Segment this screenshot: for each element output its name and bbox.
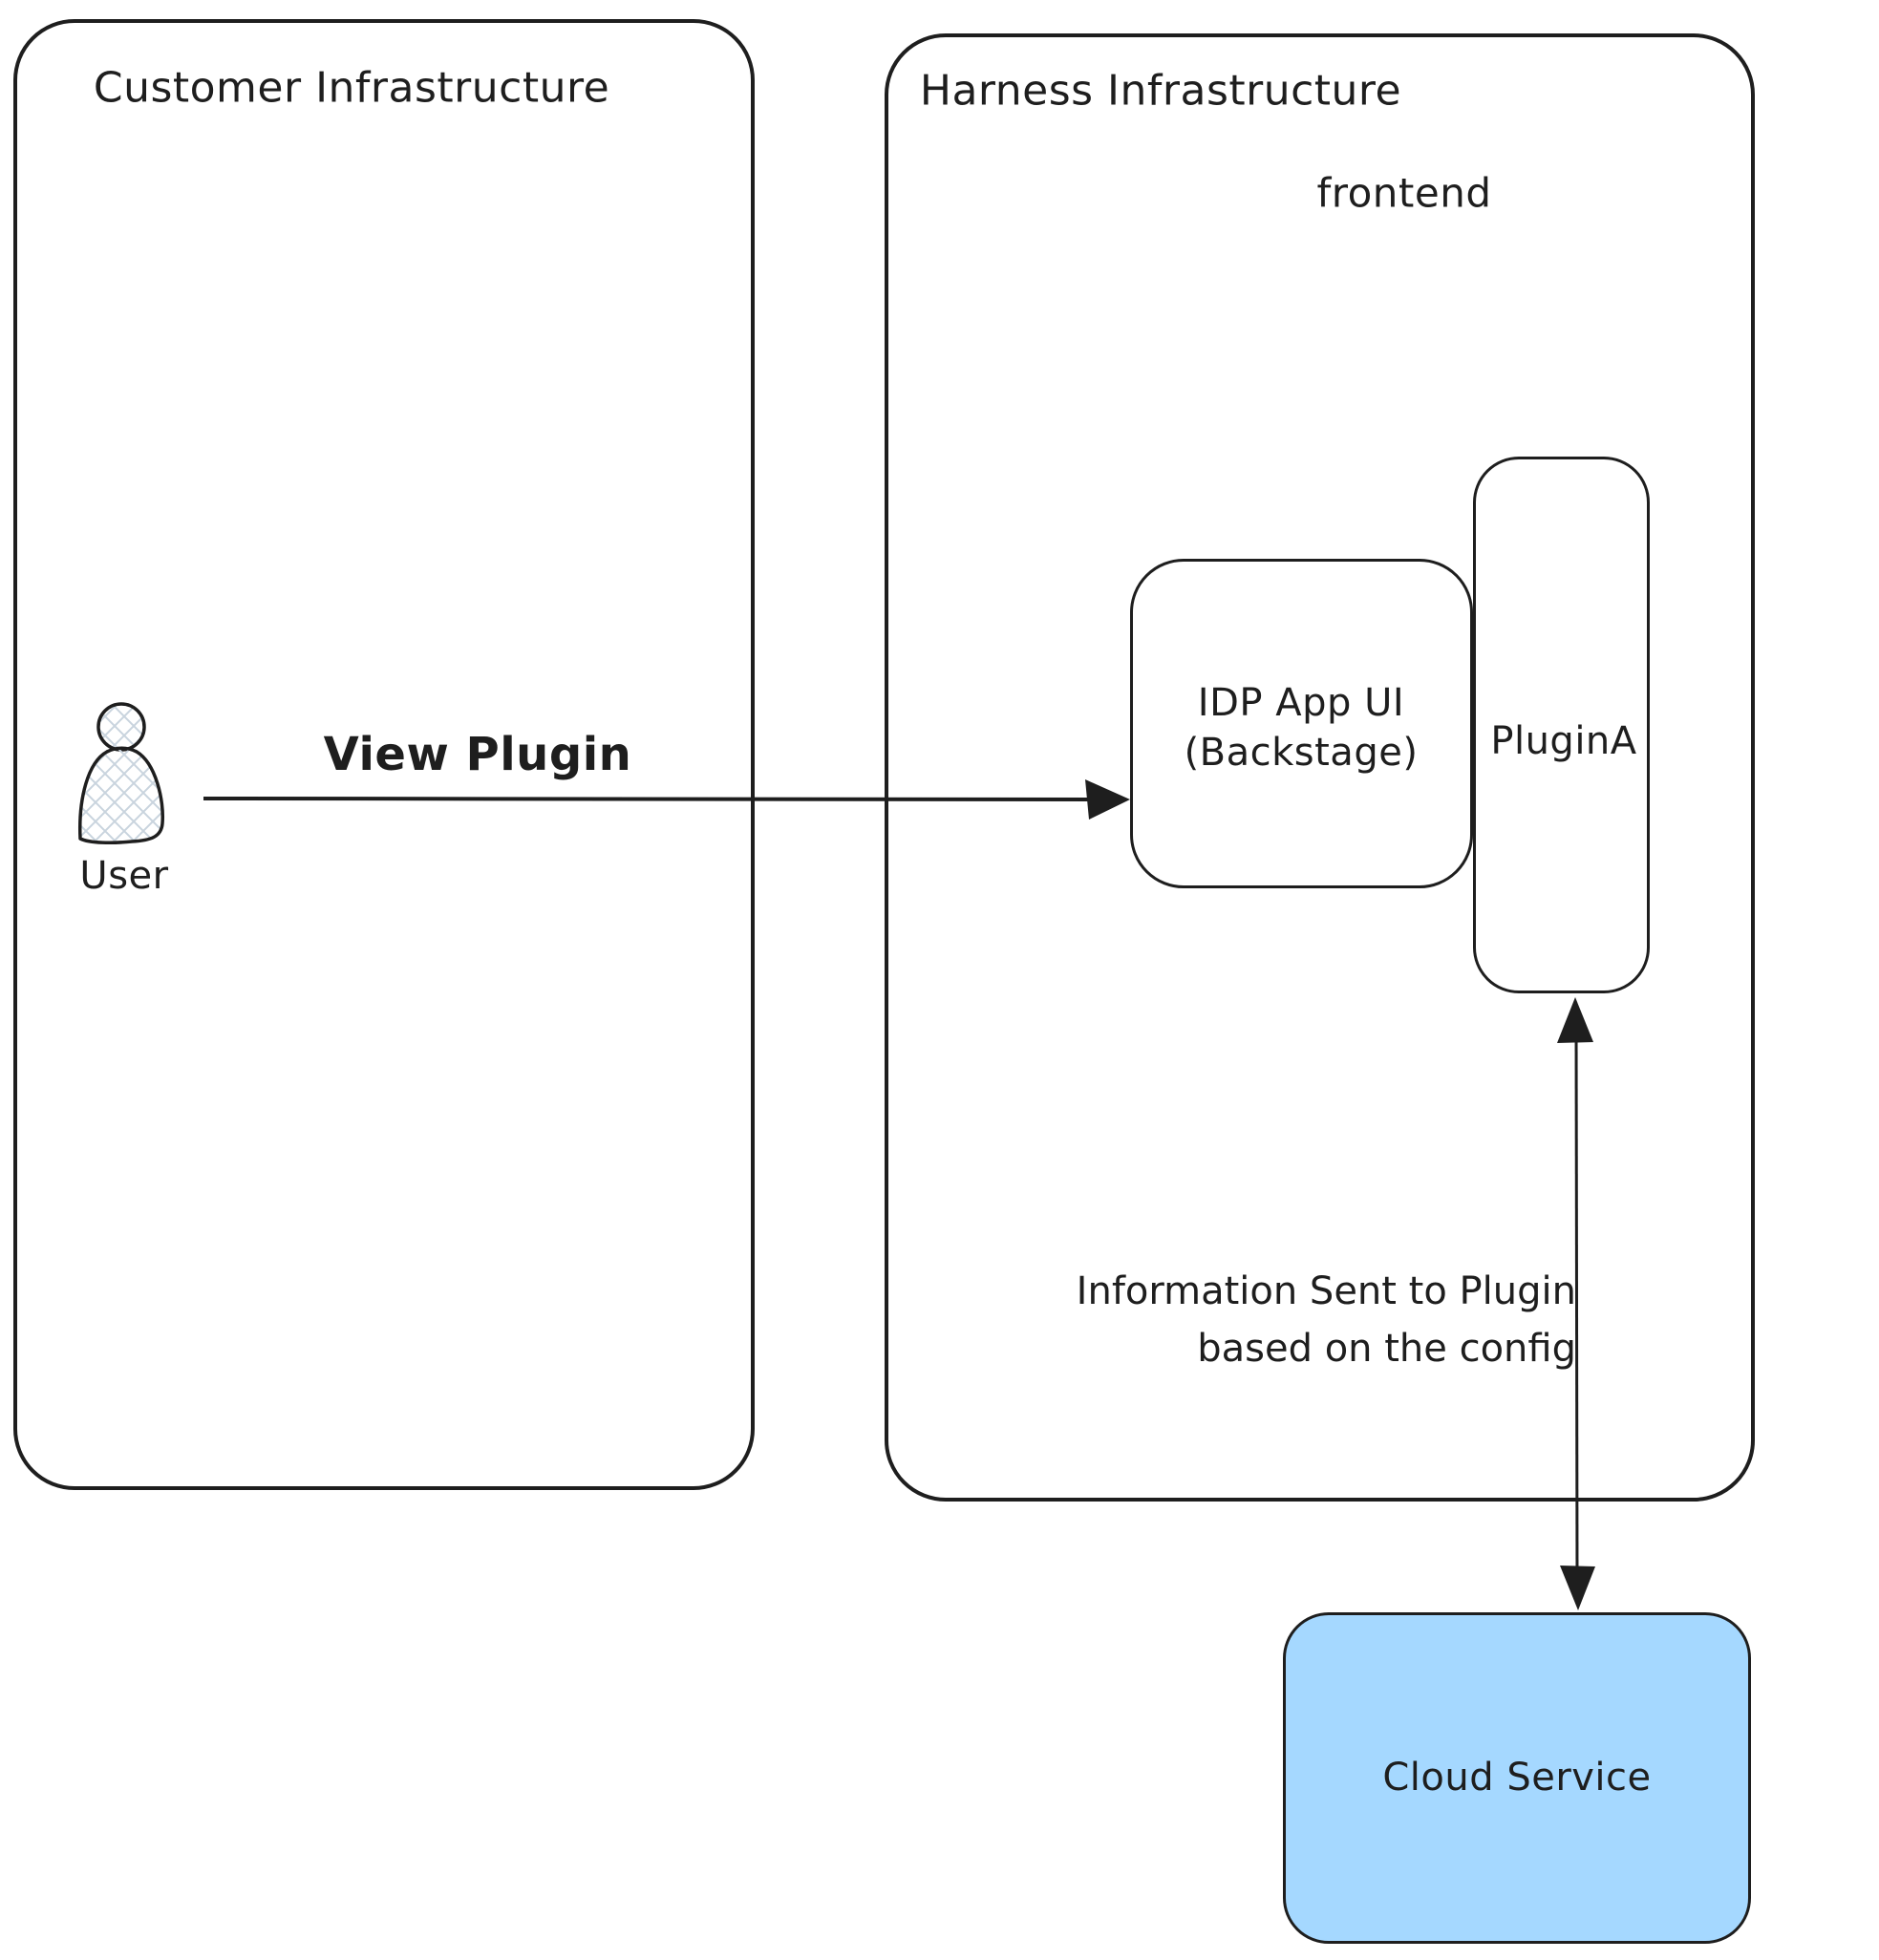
cloud-service-box [1283, 1612, 1751, 1944]
idp-app-ui-title-line1: IDP App UI [1197, 681, 1405, 725]
harness-infrastructure-title: Harness Infrastructure [919, 66, 1402, 116]
harness-infrastructure-box [885, 33, 1755, 1502]
plugin-a-box [1473, 457, 1650, 993]
user-label: User [79, 854, 169, 898]
idp-app-ui-title: IDP App UI (Backstage) [1185, 678, 1419, 778]
customer-infrastructure-box [13, 19, 755, 1490]
idp-app-ui-box [1130, 559, 1473, 888]
frontend-label: frontend [1316, 169, 1492, 217]
info-arrow-label: Information Sent to Plugin based on the … [1077, 1263, 1576, 1377]
idp-app-ui-title-line2: (Backstage) [1184, 731, 1419, 775]
plugin-a-label: PluginA [1490, 719, 1637, 763]
info-arrow-label-line1: Information Sent to Plugin [1076, 1269, 1576, 1313]
customer-infrastructure-title: Customer Infrastructure [93, 63, 610, 113]
cloud-service-label: Cloud Service [1382, 1756, 1652, 1800]
view-plugin-label: View Plugin [323, 728, 632, 781]
info-arrow-label-line2: based on the config [1197, 1327, 1576, 1371]
